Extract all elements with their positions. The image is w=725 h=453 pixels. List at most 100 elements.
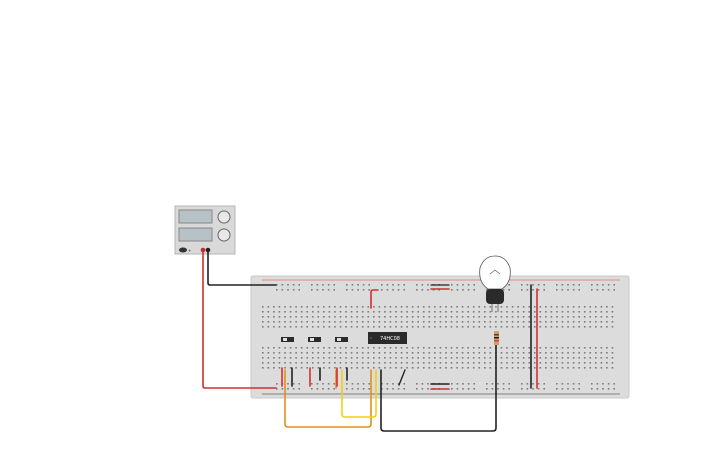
breadboard-hole[interactable] xyxy=(417,362,419,364)
breadboard-hole[interactable] xyxy=(284,306,286,308)
breadboard-hole[interactable] xyxy=(262,306,264,308)
breadboard-hole[interactable] xyxy=(456,326,458,328)
wire-red-chip-vcc[interactable] xyxy=(370,289,379,309)
breadboard-hole[interactable] xyxy=(367,316,370,318)
breadboard-hole[interactable] xyxy=(450,306,453,308)
breadboard-hole[interactable] xyxy=(351,284,354,286)
breadboard-hole[interactable] xyxy=(323,357,325,359)
breadboard-hole[interactable] xyxy=(556,357,558,359)
breadboard-hole[interactable] xyxy=(356,352,358,354)
breadboard-hole[interactable] xyxy=(328,311,331,313)
breadboard-hole[interactable] xyxy=(600,347,603,349)
breadboard-hole[interactable] xyxy=(528,362,530,364)
breadboard-hole[interactable] xyxy=(262,321,264,323)
breadboard-hole[interactable] xyxy=(583,311,586,313)
breadboard-hole[interactable] xyxy=(521,289,523,291)
breadboard-hole[interactable] xyxy=(267,316,270,318)
breadboard-hole[interactable] xyxy=(367,321,370,323)
breadboard-hole[interactable] xyxy=(368,284,370,286)
breadboard-hole[interactable] xyxy=(378,321,381,323)
breadboard-hole[interactable] xyxy=(500,311,503,313)
breadboard-hole[interactable] xyxy=(367,306,370,308)
breadboard-hole[interactable] xyxy=(417,352,419,354)
breadboard-hole[interactable] xyxy=(550,347,553,349)
breadboard-hole[interactable] xyxy=(333,383,335,385)
breadboard-hole[interactable] xyxy=(428,352,431,354)
breadboard-hole[interactable] xyxy=(273,326,275,328)
breadboard-hole[interactable] xyxy=(500,321,503,323)
breadboard-hole[interactable] xyxy=(295,306,297,308)
breadboard-hole[interactable] xyxy=(362,289,365,291)
breadboard-hole[interactable] xyxy=(439,367,442,369)
breadboard-hole[interactable] xyxy=(378,357,381,359)
breadboard-hole[interactable] xyxy=(427,284,429,286)
breadboard-hole[interactable] xyxy=(489,311,492,313)
breadboard-hole[interactable] xyxy=(550,316,553,318)
breadboard-hole[interactable] xyxy=(267,306,270,308)
breadboard-hole[interactable] xyxy=(316,284,319,286)
breadboard-hole[interactable] xyxy=(445,316,447,318)
breadboard-hole[interactable] xyxy=(384,367,386,369)
breadboard-hole[interactable] xyxy=(495,306,497,308)
breadboard-hole[interactable] xyxy=(539,316,542,318)
slide-switch-icon[interactable] xyxy=(310,338,314,341)
breadboard-hole[interactable] xyxy=(327,284,330,286)
breadboard-hole[interactable] xyxy=(434,316,436,318)
breadboard-hole[interactable] xyxy=(532,289,534,291)
breadboard-hole[interactable] xyxy=(572,383,575,385)
slide-switch[interactable] xyxy=(308,337,321,342)
breadboard-hole[interactable] xyxy=(591,383,593,385)
breadboard-hole[interactable] xyxy=(389,347,392,349)
breadboard-hole[interactable] xyxy=(334,352,336,354)
breadboard-hole[interactable] xyxy=(311,311,314,313)
breadboard-hole[interactable] xyxy=(311,383,313,385)
breadboard-hole[interactable] xyxy=(462,388,464,390)
breadboard-hole[interactable] xyxy=(328,326,331,328)
breadboard-hole[interactable] xyxy=(506,316,508,318)
breadboard-hole[interactable] xyxy=(389,367,392,369)
breadboard-hole[interactable] xyxy=(434,362,436,364)
breadboard-hole[interactable] xyxy=(595,316,597,318)
breadboard-hole[interactable] xyxy=(472,326,475,328)
breadboard-hole[interactable] xyxy=(591,284,593,286)
breadboard-hole[interactable] xyxy=(367,352,370,354)
breadboard-hole[interactable] xyxy=(537,383,540,385)
breadboard-hole[interactable] xyxy=(532,383,534,385)
breadboard-hole[interactable] xyxy=(533,367,536,369)
breadboard-hole[interactable] xyxy=(511,352,514,354)
breadboard-hole[interactable] xyxy=(556,347,558,349)
breadboard-hole[interactable] xyxy=(373,352,375,354)
breadboard-hole[interactable] xyxy=(572,321,575,323)
breadboard-hole[interactable] xyxy=(467,306,469,308)
breadboard-hole[interactable] xyxy=(539,352,542,354)
breadboard-hole[interactable] xyxy=(339,357,342,359)
breadboard-hole[interactable] xyxy=(473,383,475,385)
breadboard-hole[interactable] xyxy=(511,311,514,313)
breadboard-hole[interactable] xyxy=(600,352,603,354)
breadboard-hole[interactable] xyxy=(450,316,453,318)
breadboard-hole[interactable] xyxy=(278,367,281,369)
breadboard-hole[interactable] xyxy=(267,352,270,354)
breadboard-hole[interactable] xyxy=(322,388,324,390)
breadboard-hole[interactable] xyxy=(356,362,358,364)
breadboard-hole[interactable] xyxy=(445,367,447,369)
breadboard-hole[interactable] xyxy=(508,289,510,291)
breadboard-hole[interactable] xyxy=(461,352,464,354)
breadboard-hole[interactable] xyxy=(583,326,586,328)
breadboard-hole[interactable] xyxy=(528,311,530,313)
breadboard-hole[interactable] xyxy=(462,289,464,291)
breadboard-hole[interactable] xyxy=(522,352,525,354)
breadboard-hole[interactable] xyxy=(434,306,436,308)
breadboard-hole[interactable] xyxy=(539,311,542,313)
breadboard-hole[interactable] xyxy=(528,316,530,318)
breadboard-hole[interactable] xyxy=(378,306,381,308)
breadboard-hole[interactable] xyxy=(434,326,436,328)
breadboard-hole[interactable] xyxy=(607,383,610,385)
breadboard-hole[interactable] xyxy=(406,326,408,328)
breadboard-hole[interactable] xyxy=(400,311,403,313)
breadboard-hole[interactable] xyxy=(300,321,303,323)
breadboard-hole[interactable] xyxy=(417,367,419,369)
breadboard-hole[interactable] xyxy=(439,357,442,359)
breadboard-hole[interactable] xyxy=(478,316,481,318)
breadboard-hole[interactable] xyxy=(489,352,492,354)
